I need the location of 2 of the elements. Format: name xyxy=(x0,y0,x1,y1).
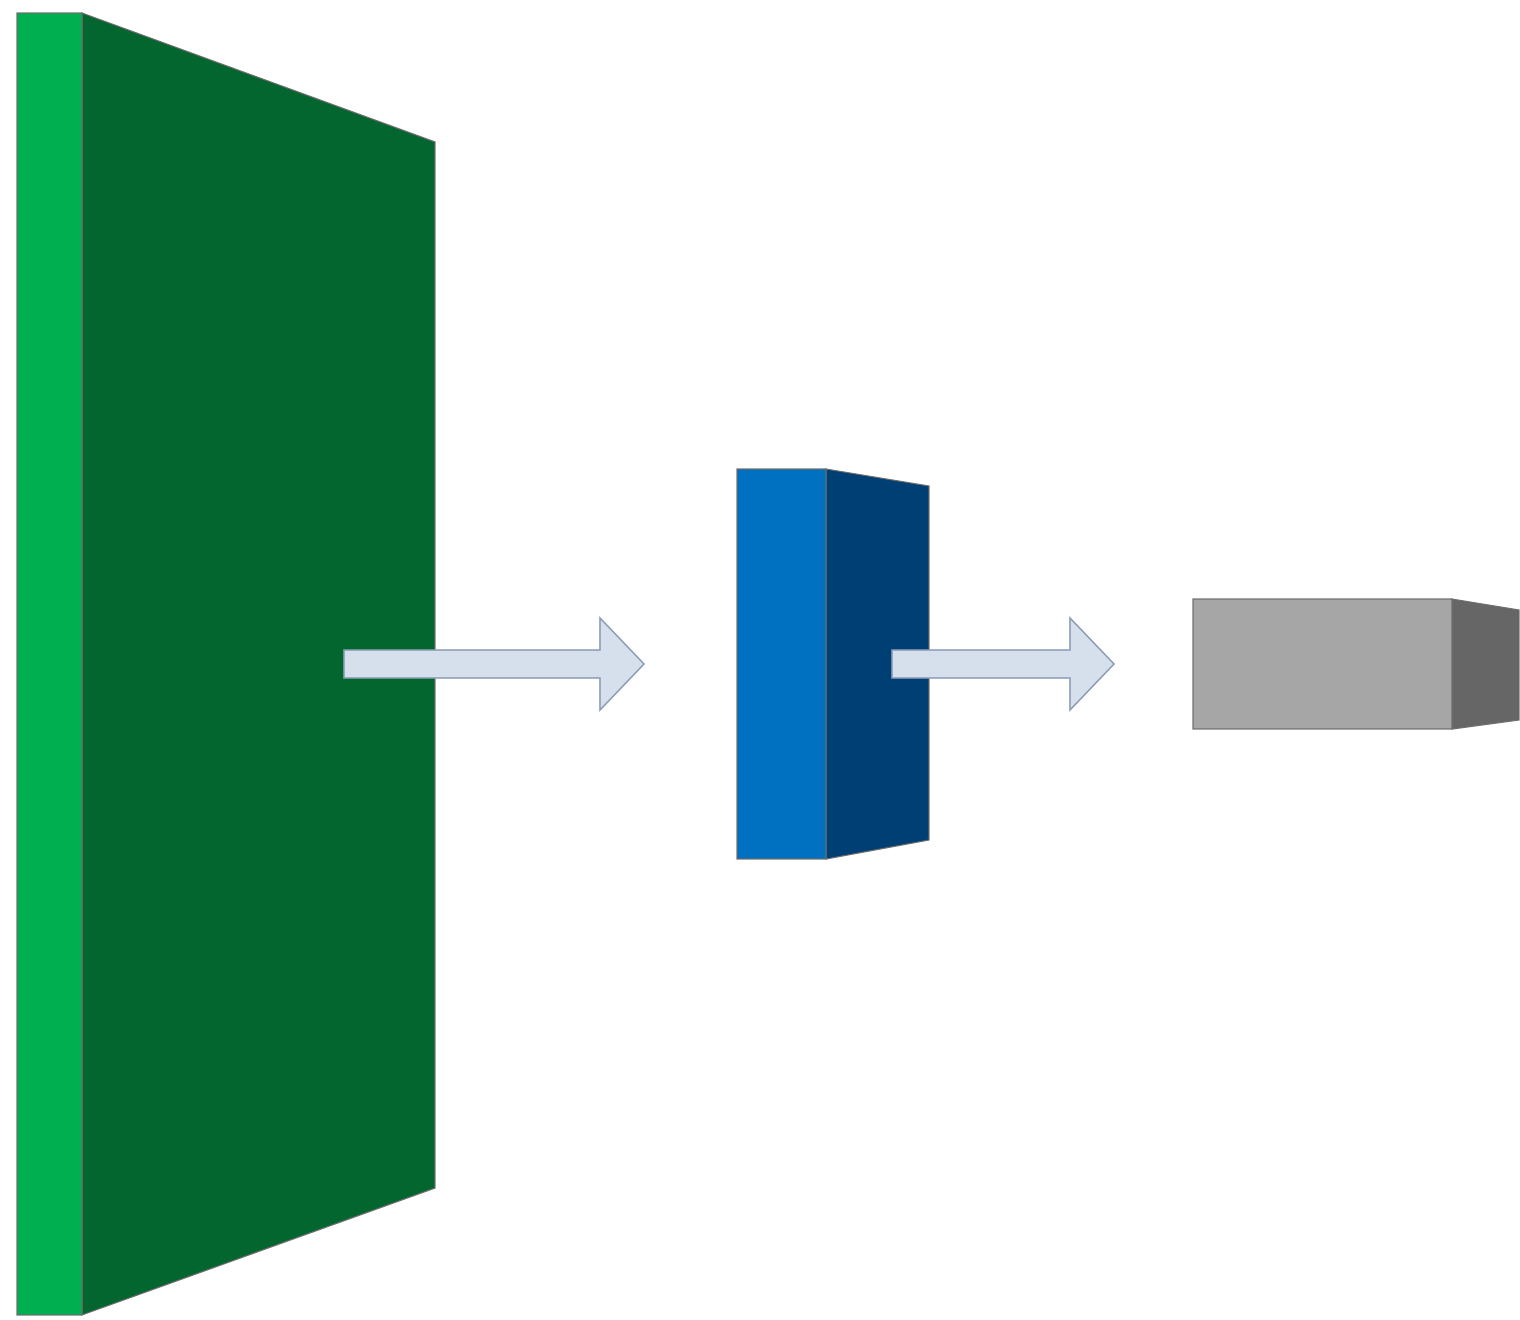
block-arrow xyxy=(891,616,1116,712)
block-arrow xyxy=(343,616,646,712)
